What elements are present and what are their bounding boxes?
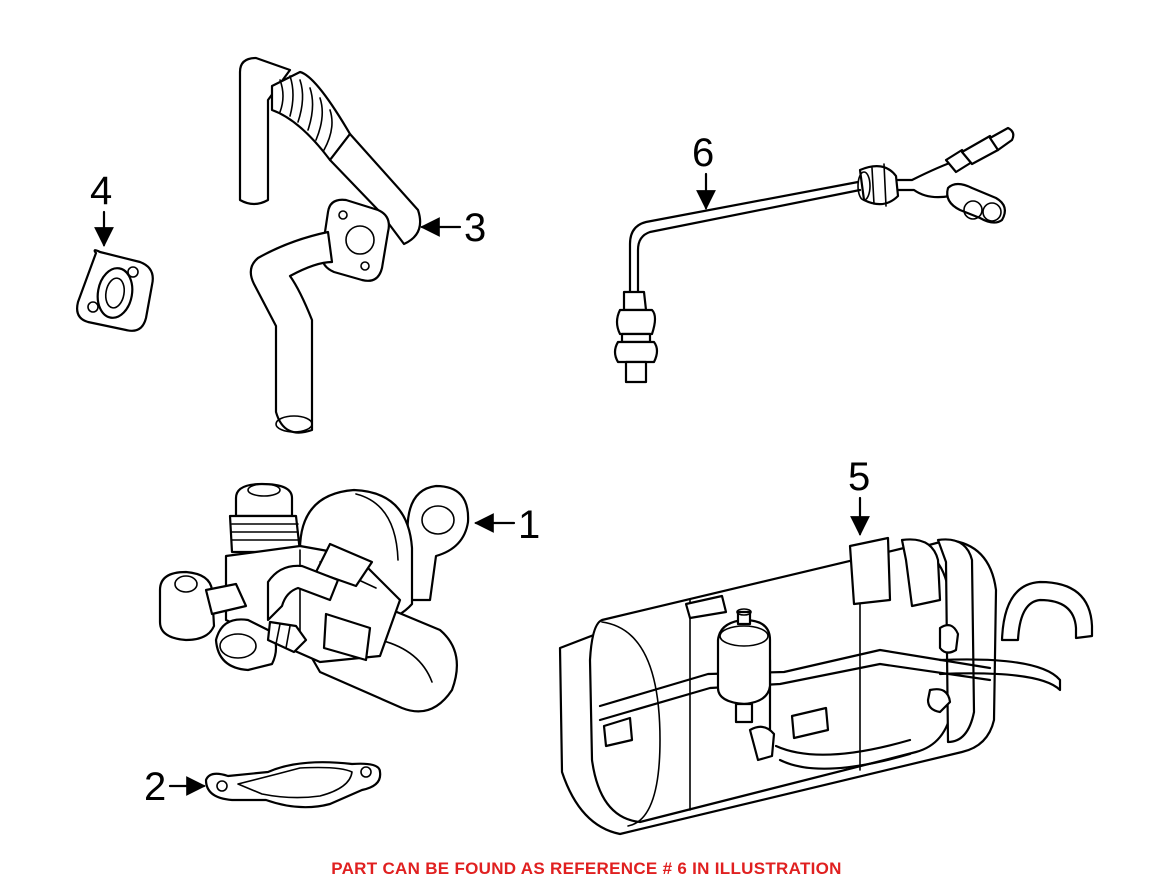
callout-4-label: 4 [90, 169, 112, 213]
part-5-charcoal-canister [558, 536, 1094, 836]
callout-5-label: 5 [848, 455, 870, 499]
part-1-air-pump [158, 482, 470, 713]
part-2-gasket [204, 761, 382, 809]
callout-4: 4 [90, 169, 114, 247]
part-6-oxygen-sensor [613, 126, 1015, 384]
callout-3: 3 [420, 206, 486, 250]
callout-6-label: 6 [692, 131, 714, 175]
reference-note: PART CAN BE FOUND AS REFERENCE # 6 IN IL… [331, 859, 842, 878]
callout-3-label: 3 [464, 206, 486, 250]
callout-6: 6 [692, 131, 716, 210]
callout-1: 1 [474, 503, 540, 547]
callout-2: 2 [144, 765, 206, 809]
callout-2-label: 2 [144, 765, 166, 809]
part-4-gasket [76, 249, 154, 332]
part-3-air-pipe [238, 56, 422, 434]
callout-1-label: 1 [518, 503, 540, 547]
callout-5: 5 [848, 455, 870, 536]
